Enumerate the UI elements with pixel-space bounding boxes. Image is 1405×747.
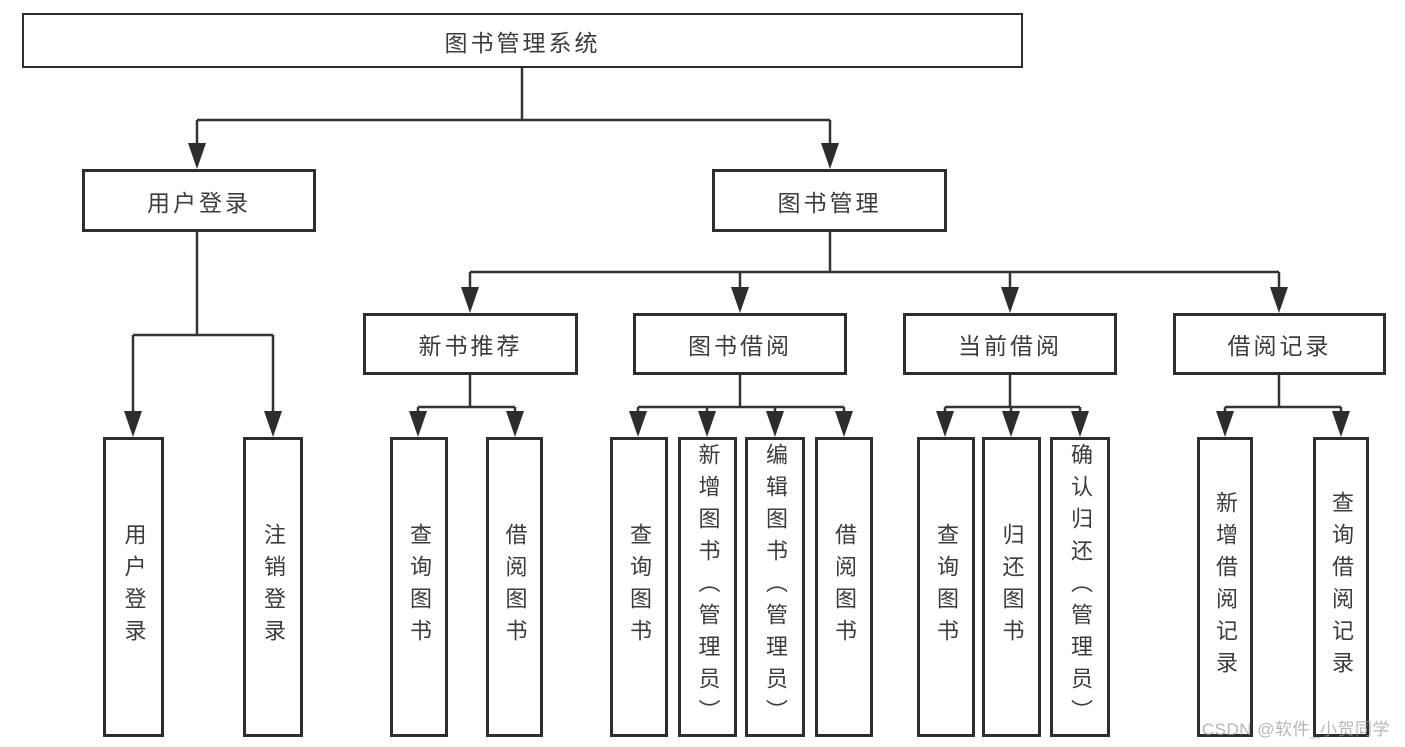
node-library-management-system: 图书管理系统 — [22, 13, 1023, 68]
node-label: 用户登录 — [121, 523, 147, 651]
node-label: 注销登录 — [261, 523, 286, 651]
leaf-edit-books-admin: 编辑图书（管理员） — [745, 437, 805, 737]
node-borrowing-records: 借阅记录 — [1173, 313, 1386, 375]
leaf-user-login: 用户登录 — [103, 437, 164, 737]
leaf-borrow-books-recommend: 借阅图书 — [486, 437, 543, 737]
node-label: 新增图书（管理员） — [695, 443, 721, 731]
leaf-borrow-books: 借阅图书 — [815, 437, 873, 737]
node-new-book-recommendation: 新书推荐 — [363, 313, 578, 375]
leaf-logout: 注销登录 — [243, 437, 303, 737]
node-book-management: 图书管理 — [712, 169, 947, 232]
node-label: 借阅记录 — [1227, 333, 1332, 359]
leaf-add-books-admin: 新增图书（管理员） — [678, 437, 737, 737]
node-label: 借阅图书 — [502, 523, 528, 651]
leaf-query-books-current: 查询图书 — [917, 437, 975, 737]
leaf-confirm-return-admin: 确认归还（管理员） — [1050, 437, 1110, 737]
node-label: 图书管理系统 — [444, 29, 601, 56]
node-label: 新书推荐 — [418, 333, 523, 359]
node-label: 确认归还（管理员） — [1068, 443, 1093, 731]
watermark: CSDN @软件_小贺同学 — [1201, 720, 1390, 739]
leaf-return-books: 归还图书 — [982, 437, 1041, 737]
node-current-borrowing: 当前借阅 — [903, 313, 1117, 375]
node-user-login: 用户登录 — [82, 169, 316, 232]
node-label: 图书借阅 — [688, 333, 792, 359]
node-label: 图书管理 — [777, 189, 882, 216]
node-label: 用户登录 — [147, 189, 251, 216]
node-label: 归还图书 — [999, 523, 1025, 651]
node-label: 借阅图书 — [832, 523, 857, 651]
leaf-add-borrow-record: 新增借阅记录 — [1197, 437, 1253, 737]
node-label: 新增借阅记录 — [1213, 491, 1238, 683]
leaf-query-books-borrow: 查询图书 — [610, 437, 668, 737]
node-label: 编辑图书（管理员） — [763, 443, 788, 731]
leaf-query-books-recommend: 查询图书 — [390, 437, 448, 737]
node-book-borrowing: 图书借阅 — [633, 313, 847, 375]
node-label: 查询图书 — [627, 523, 652, 651]
node-label: 当前借阅 — [958, 333, 1062, 359]
node-label: 查询图书 — [934, 523, 959, 651]
node-label: 查询图书 — [407, 523, 432, 651]
leaf-query-borrow-record: 查询借阅记录 — [1313, 437, 1369, 737]
node-label: 查询借阅记录 — [1329, 491, 1354, 683]
